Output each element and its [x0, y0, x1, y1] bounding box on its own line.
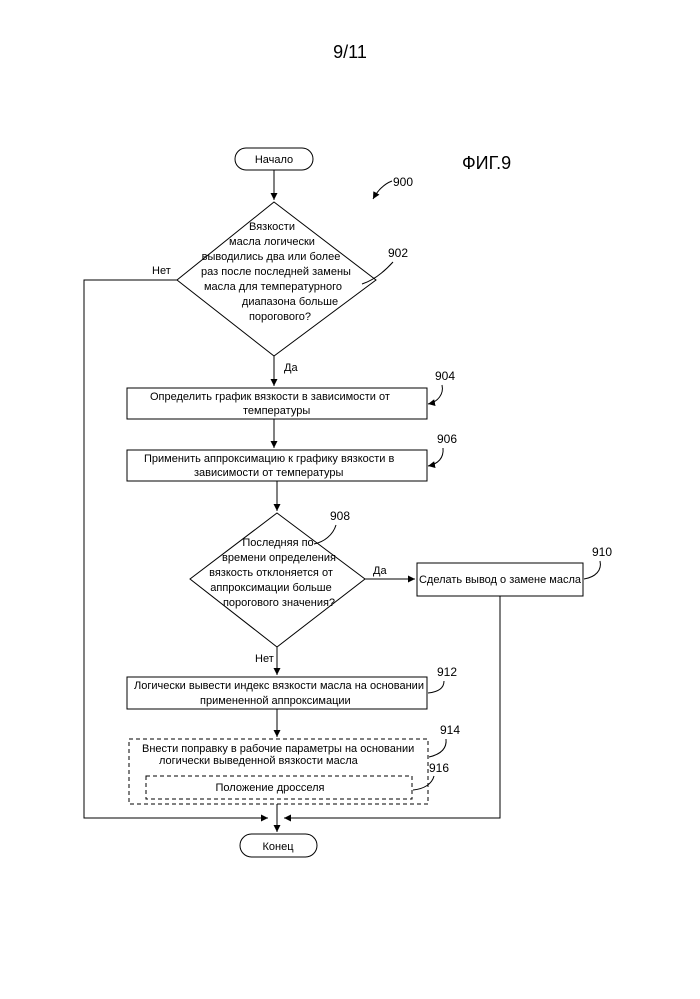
b916-text: Положение дросселя [216, 782, 325, 794]
ref-916-leader [413, 776, 434, 790]
ref-900: 900 [393, 175, 413, 189]
b912-line-1: Логически вывести индекс вязкости масла … [134, 680, 424, 692]
b910-text: Сделать вывод о замене масла [419, 574, 582, 586]
figure-label: ФИГ.9 [462, 153, 511, 173]
page-number: 9/11 [333, 42, 367, 62]
d902-line-2: масла логически [229, 236, 315, 248]
label-yes-902: Да [284, 362, 298, 374]
d908-line-2: времени определения [222, 552, 336, 564]
d902-line-7: порогового? [249, 311, 311, 323]
b906-line-2: зависимости от температуры [194, 467, 344, 479]
start-label: Начало [255, 154, 293, 166]
ref-916: 916 [429, 761, 449, 775]
ref-900-arrow [373, 181, 392, 199]
edge-902-no-to-end [84, 280, 268, 818]
b904-line-1: Определить график вязкости в зависимости… [150, 391, 390, 403]
d902-line-6: диапазона больше [242, 296, 338, 308]
ref-904: 904 [435, 369, 455, 383]
b912-line-2: примененной аппроксимации [200, 695, 351, 707]
ref-910-leader [584, 561, 600, 579]
d902-line-4: раз после последней замены [201, 266, 351, 278]
ref-914-leader [429, 739, 446, 757]
d902-line-5: масла для температурного [204, 281, 342, 293]
ref-912-leader [428, 681, 444, 693]
ref-912: 912 [437, 665, 457, 679]
ref-902: 902 [388, 246, 408, 260]
ref-908-leader [314, 525, 336, 544]
ref-906-leader [428, 448, 443, 466]
ref-910: 910 [592, 545, 612, 559]
d902-line-1: Вязкости [249, 221, 295, 233]
ref-914: 914 [440, 723, 460, 737]
d902-line-3: выводились два или более [202, 251, 341, 263]
d908-line-3: вязкость отклоняется от [209, 567, 333, 579]
label-no-908: Нет [255, 653, 274, 665]
d908-line-4: аппроксимации больше [210, 582, 331, 594]
ref-906: 906 [437, 432, 457, 446]
d908-line-1: Последняя по [242, 537, 313, 549]
decision-908 [190, 513, 365, 647]
label-no-902: Нет [152, 265, 171, 277]
b904-line-2: температуры [243, 405, 310, 417]
ref-908: 908 [330, 509, 350, 523]
label-yes-908: Да [373, 565, 387, 577]
b914-line-2: логически выведенной вязкости масла [159, 755, 359, 767]
end-label: Конец [262, 841, 294, 853]
ref-904-leader [428, 385, 442, 404]
b906-line-1: Применить аппроксимацию к графику вязкос… [144, 453, 394, 465]
b914-line-1: Внести поправку в рабочие параметры на о… [142, 743, 414, 755]
d908-line-5: порогового значения? [223, 597, 335, 609]
